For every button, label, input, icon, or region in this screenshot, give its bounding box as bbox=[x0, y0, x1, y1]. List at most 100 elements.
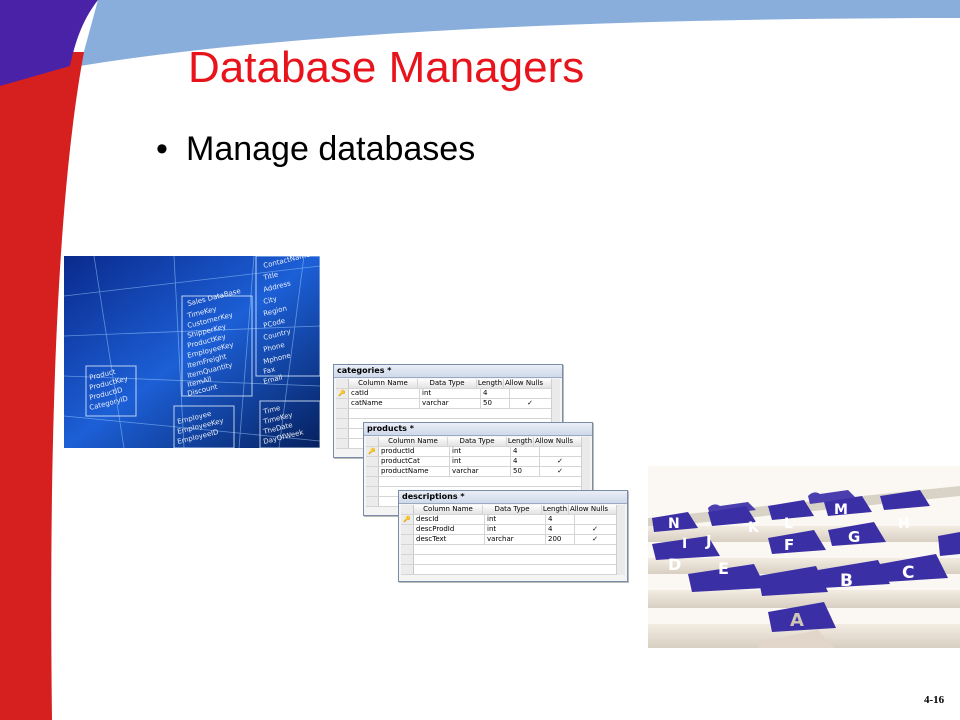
slide-title: Database Managers bbox=[188, 43, 585, 92]
table-cell: int bbox=[450, 447, 511, 456]
column-header: Data Type bbox=[483, 505, 542, 514]
column-header: Column Name bbox=[379, 437, 448, 446]
table-cell: ✓ bbox=[592, 525, 598, 533]
table-cell: catName bbox=[349, 399, 420, 408]
column-header: Length bbox=[542, 505, 569, 514]
table-cell: productId bbox=[379, 447, 450, 456]
svg-text:D: D bbox=[668, 555, 681, 574]
svg-text:I: I bbox=[682, 536, 687, 552]
table-cell: varchar bbox=[420, 399, 481, 408]
svg-text:N: N bbox=[668, 516, 680, 532]
table-cell: 50 bbox=[481, 399, 510, 408]
table-cell bbox=[575, 515, 615, 524]
table-cell: varchar bbox=[485, 535, 546, 544]
svg-text:M: M bbox=[834, 502, 848, 518]
svg-text:A: A bbox=[790, 610, 804, 631]
column-header: Column Name bbox=[349, 379, 418, 388]
table-window-descriptions: descriptions * Column Name Data Type Len… bbox=[398, 490, 628, 582]
table-row: productName varchar 50 ✓ bbox=[366, 467, 590, 477]
table-header-row: Column Name Data Type Length Allow Nulls bbox=[366, 437, 590, 447]
table-cell: descId bbox=[414, 515, 485, 524]
table-row: 🔑 descId int 4 bbox=[401, 515, 625, 525]
svg-text:City: City bbox=[263, 295, 278, 306]
index-tabs-art: N K L M H I J F G E D B C A bbox=[648, 466, 960, 648]
table-row-empty bbox=[401, 565, 625, 575]
table-row: 🔑 productId int 4 bbox=[366, 447, 590, 457]
table-cell: ✓ bbox=[557, 457, 563, 465]
table-cell: 50 bbox=[511, 467, 540, 476]
table-row-empty bbox=[401, 545, 625, 555]
table-cell bbox=[540, 447, 580, 456]
table-cell: descProdId bbox=[414, 525, 485, 534]
table-grid: Column Name Data Type Length Allow Nulls… bbox=[401, 505, 625, 575]
table-cell: productCat bbox=[379, 457, 450, 466]
table-cell: ✓ bbox=[592, 535, 598, 543]
table-cell bbox=[510, 389, 550, 398]
tab-letters: N K L M H I J F G E D B C A bbox=[668, 502, 914, 631]
table-cell: ✓ bbox=[557, 467, 563, 475]
page-number: 4-16 bbox=[924, 694, 945, 706]
table-row-empty bbox=[366, 477, 590, 487]
table-row: 🔑 catId int 4 bbox=[336, 389, 560, 399]
svg-text:J: J bbox=[705, 532, 712, 550]
table-cell: int bbox=[485, 525, 546, 534]
table-cell: 4 bbox=[511, 457, 540, 466]
schema-photo-art: ContactName Title Address City Region PC… bbox=[64, 256, 320, 448]
column-header: Length bbox=[477, 379, 504, 388]
primary-key-icon: 🔑 bbox=[401, 515, 414, 524]
scrollbar[interactable] bbox=[616, 505, 625, 575]
scrollbar[interactable] bbox=[581, 437, 590, 507]
column-header: Allow Nulls bbox=[534, 437, 574, 445]
table-cell: productName bbox=[379, 467, 450, 476]
blue-band bbox=[80, 0, 960, 66]
table-cell: 4 bbox=[546, 515, 575, 524]
table-cell: ✓ bbox=[527, 399, 533, 407]
table-cell: 200 bbox=[546, 535, 575, 544]
table-row: productCat int 4 ✓ bbox=[366, 457, 590, 467]
table-cell: catId bbox=[349, 389, 420, 398]
table-title: products * bbox=[364, 423, 592, 436]
table-title: categories * bbox=[334, 365, 562, 378]
index-tabs-photo: N K L M H I J F G E D B C A bbox=[648, 466, 960, 648]
table-cell: int bbox=[485, 515, 546, 524]
column-header: Allow Nulls bbox=[504, 379, 544, 387]
svg-text:C: C bbox=[902, 563, 914, 583]
column-header: Data Type bbox=[418, 379, 477, 388]
bullet-item: Manage databases bbox=[186, 130, 476, 168]
svg-text:E: E bbox=[718, 559, 729, 578]
table-cell: int bbox=[450, 457, 511, 466]
primary-key-icon: 🔑 bbox=[336, 389, 349, 398]
table-row-empty bbox=[336, 409, 560, 419]
column-header: Allow Nulls bbox=[569, 505, 609, 513]
column-header: Length bbox=[507, 437, 534, 446]
svg-text:L: L bbox=[784, 516, 793, 532]
table-cell: 4 bbox=[511, 447, 540, 456]
table-cell: descText bbox=[414, 535, 485, 544]
column-header: Data Type bbox=[448, 437, 507, 446]
table-cell: 4 bbox=[546, 525, 575, 534]
svg-text:G: G bbox=[848, 528, 860, 546]
table-header-row: Column Name Data Type Length Allow Nulls bbox=[401, 505, 625, 515]
table-row: descText varchar 200 ✓ bbox=[401, 535, 625, 545]
table-cell: 4 bbox=[481, 389, 510, 398]
svg-text:F: F bbox=[784, 536, 794, 554]
table-cell: int bbox=[420, 389, 481, 398]
primary-key-icon: 🔑 bbox=[366, 447, 379, 456]
svg-text:H: H bbox=[898, 516, 910, 532]
svg-text:Fax: Fax bbox=[263, 365, 276, 376]
table-cell: varchar bbox=[450, 467, 511, 476]
scrollbar[interactable] bbox=[551, 379, 560, 449]
bullet-dot: • bbox=[156, 130, 168, 168]
table-title: descriptions * bbox=[399, 491, 627, 504]
bullet-list: • Manage databases bbox=[156, 128, 475, 170]
column-header: Column Name bbox=[414, 505, 483, 514]
table-row: catName varchar 50 ✓ bbox=[336, 399, 560, 409]
svg-text:K: K bbox=[748, 520, 760, 536]
table-row: descProdId int 4 ✓ bbox=[401, 525, 625, 535]
svg-text:B: B bbox=[840, 571, 853, 591]
database-schema-photo: ContactName Title Address City Region PC… bbox=[64, 256, 320, 448]
red-band bbox=[0, 52, 84, 720]
table-header-row: Column Name Data Type Length Allow Nulls bbox=[336, 379, 560, 389]
purple-band bbox=[0, 0, 98, 86]
